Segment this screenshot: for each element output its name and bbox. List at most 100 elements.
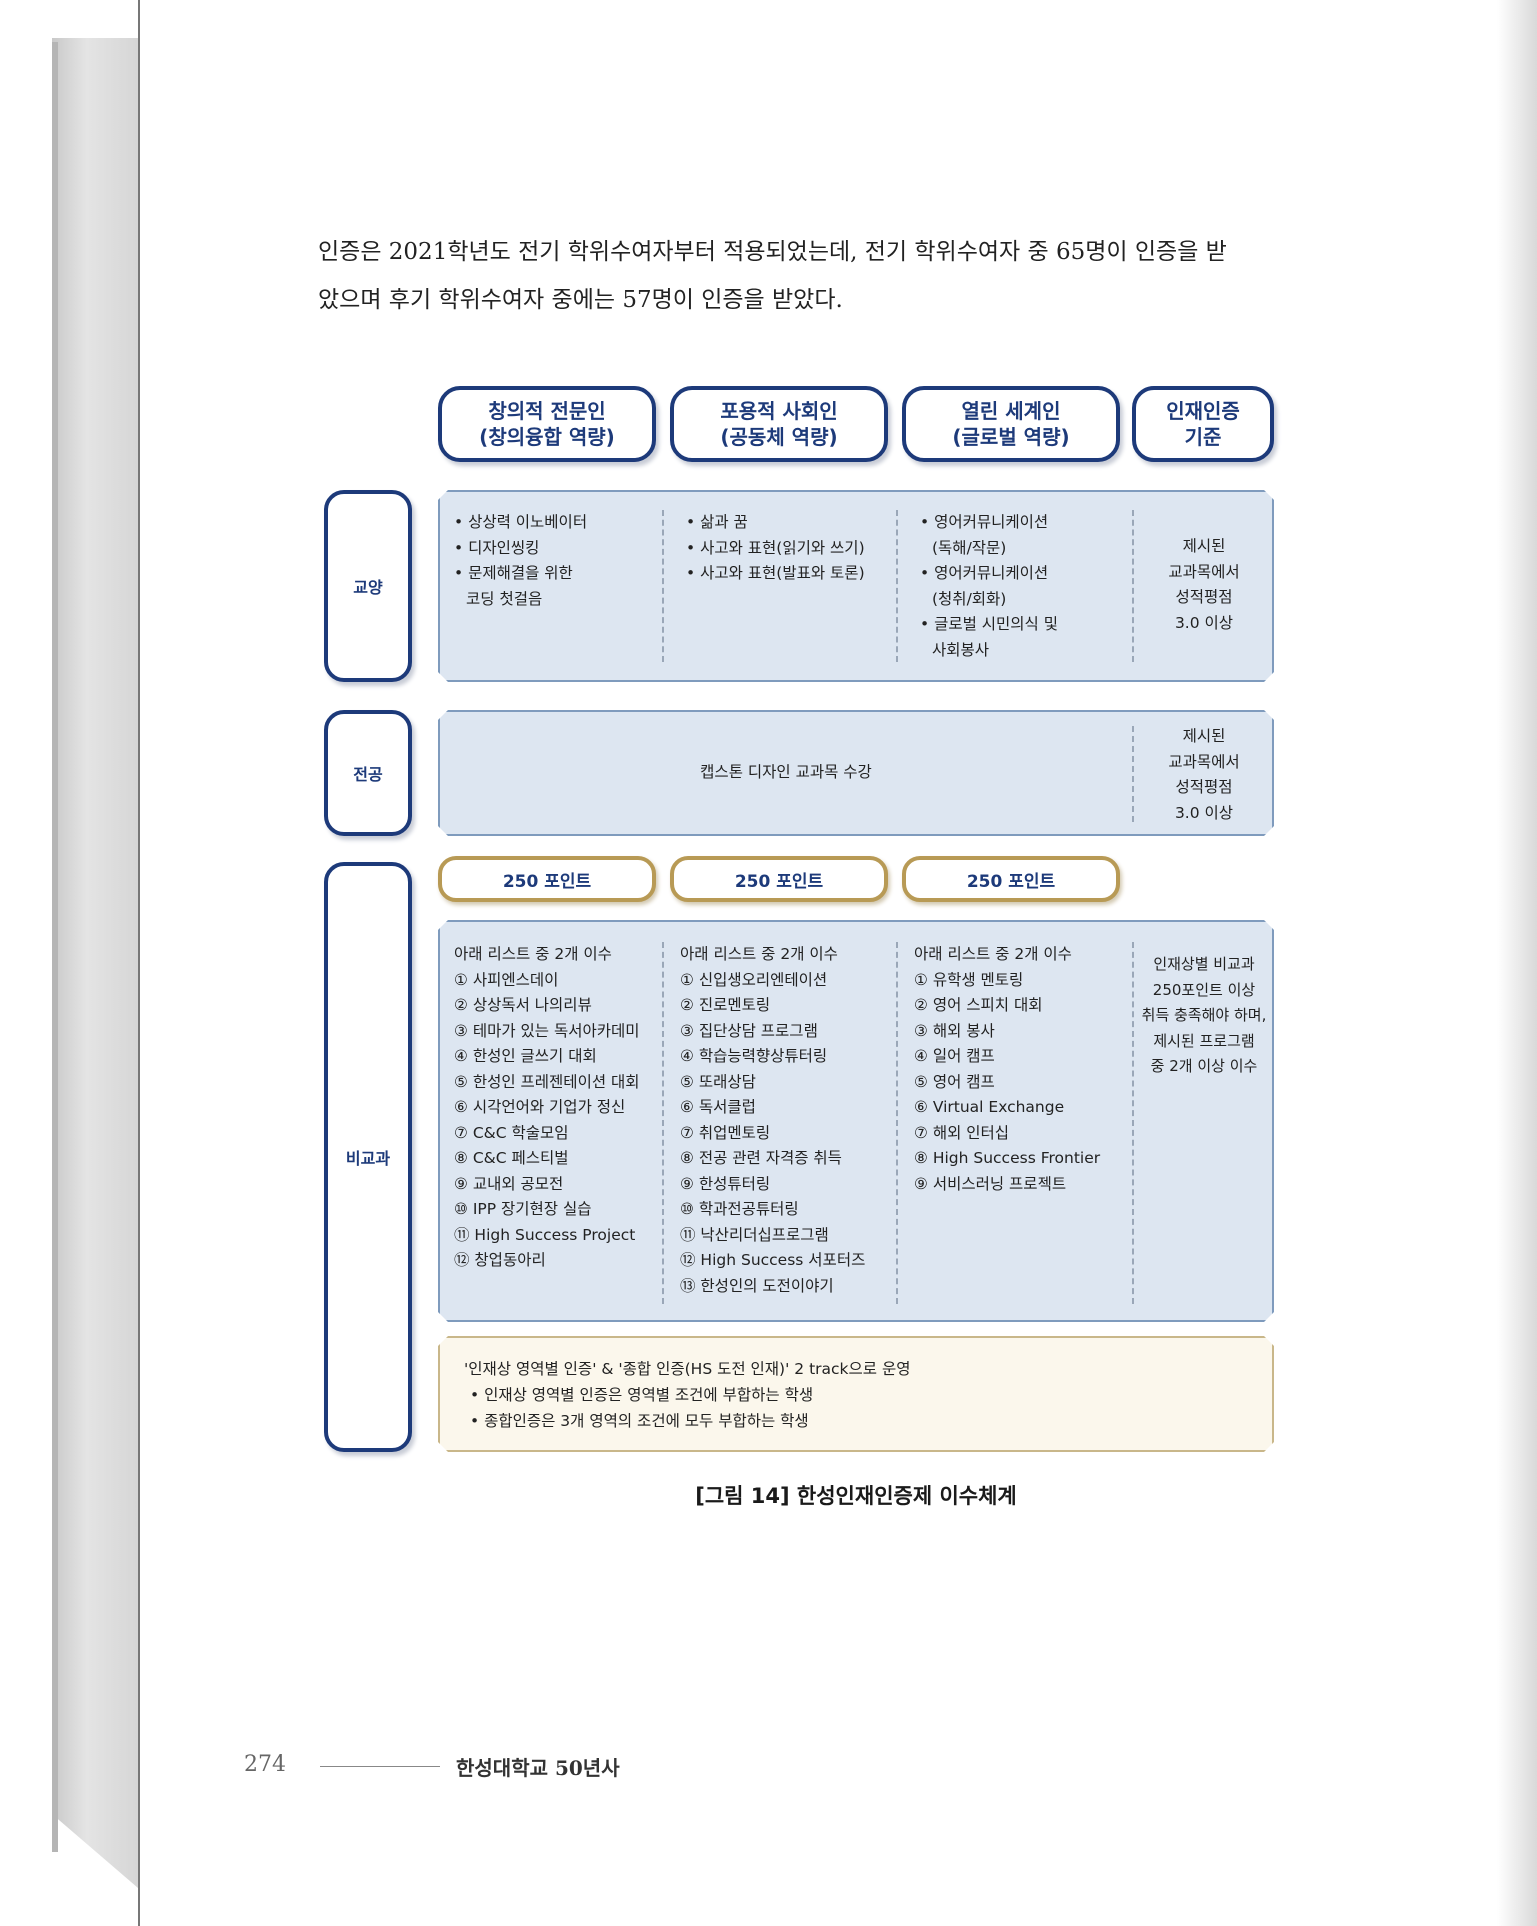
criteria-line: 성적평점 xyxy=(1175,588,1233,606)
header-line-1: 창의적 전문인 xyxy=(488,399,606,423)
list-item: ① 유학생 멘토링 xyxy=(914,970,1024,989)
list-item: ⑩ IPP 장기현장 실습 xyxy=(454,1200,592,1218)
book-title: 한성대학교 50년사 xyxy=(456,1756,620,1780)
list-item: • 영어커뮤니케이션 xyxy=(920,513,1049,531)
points-badge: 250 포인트 xyxy=(438,856,656,902)
column-divider xyxy=(1132,726,1134,822)
list-item: ⑧ C&C 페스티벌 xyxy=(454,1149,569,1167)
page-gutter-shadow xyxy=(1497,0,1537,1926)
bigyogwa-criteria: 인재상별 비교과 250포인트 이상 취득 충족해야 하며, 제시된 프로그램 … xyxy=(1134,952,1274,1080)
list-item: ⑪ High Success Project xyxy=(454,1225,636,1244)
book-spine-shadow xyxy=(52,42,58,1852)
list-item: ⑤ 영어 캠프 xyxy=(914,1072,995,1091)
list-item: ⑨ 한성튜터링 xyxy=(680,1174,771,1193)
column-divider xyxy=(1132,510,1134,662)
jeongong-text: 캡스톤 디자인 교과목 수강 xyxy=(700,763,872,781)
list-item: • 사고와 표현(읽기와 쓰기) xyxy=(686,538,865,557)
criteria-line: 성적평점 xyxy=(1175,778,1233,796)
list-item: ⑥ 독서클럽 xyxy=(680,1098,756,1116)
figure-caption: [그림 14] 한성인재인증제 이수체계 xyxy=(695,1484,1017,1508)
list-item: ⑤ 또래상담 xyxy=(680,1072,756,1091)
list-item: ④ 일어 캠프 xyxy=(914,1047,995,1065)
list-item: ⑤ 한성인 프레젠테이션 대회 xyxy=(454,1072,640,1091)
list-item: ⑥ Virtual Exchange xyxy=(914,1098,1065,1116)
bigyogwa-col-3: 아래 리스트 중 2개 이수 ① 유학생 멘토링 ② 영어 스피치 대회 ③ 해… xyxy=(914,942,1128,1197)
list-item: • 문제해결을 위한 xyxy=(454,564,573,582)
note-line: '인재상 영역별 인증' & '종합 인증(HS 도전 인재)' 2 track… xyxy=(464,1360,911,1378)
list-item: ④ 학습능력향상튜터링 xyxy=(680,1047,828,1065)
panel-bigyogwa: 아래 리스트 중 2개 이수 ① 사피엔스데이 ② 상상독서 나의리뷰 ③ 테마… xyxy=(438,920,1274,1322)
list-item: • 디자인씽킹 xyxy=(454,538,540,557)
header-creative-professional: 창의적 전문인(창의융합 역량) xyxy=(438,386,656,462)
criteria-line: 3.0 이상 xyxy=(1174,613,1234,632)
list-item: ③ 집단상담 프로그램 xyxy=(680,1021,818,1040)
list-item: ③ 해외 봉사 xyxy=(914,1021,995,1040)
gyoyang-col-3: • 영어커뮤니케이션 (독해/작문) • 영어커뮤니케이션 (청취/회화) • … xyxy=(920,510,1120,663)
track-note-box: '인재상 영역별 인증' & '종합 인증(HS 도전 인재)' 2 track… xyxy=(438,1336,1274,1452)
list-item: 아래 리스트 중 2개 이수 xyxy=(454,945,612,963)
list-item: • 삶과 꿈 xyxy=(686,513,748,531)
criteria-line: 제시된 xyxy=(1182,727,1226,745)
list-item: ② 상상독서 나의리뷰 xyxy=(454,996,592,1014)
list-item: • 글로벌 시민의식 및 xyxy=(920,615,1059,633)
note-line: • 종합인증은 3개 영역의 조건에 모두 부합하는 학생 xyxy=(470,1412,809,1430)
intro-line-1: 인증은 2021학년도 전기 학위수여자부터 적용되었는데, 전기 학위수여자 … xyxy=(318,239,1227,265)
column-divider xyxy=(662,942,664,1304)
header-line-2: (글로벌 역량) xyxy=(952,425,1070,449)
criteria-line: 교과목에서 xyxy=(1168,562,1240,581)
row-label-bigyogwa: 비교과 xyxy=(324,862,412,1452)
list-item: ⑦ C&C 학술모임 xyxy=(454,1123,569,1142)
book-spine-edge xyxy=(52,38,138,1888)
list-item: ⑦ 취업멘토링 xyxy=(680,1123,771,1142)
list-item: ③ 테마가 있는 독서아카데미 xyxy=(454,1021,640,1040)
list-item: ⑨ 서비스러닝 프로젝트 xyxy=(914,1174,1067,1193)
intro-line-2: 았으며 후기 학위수여자 중에는 57명이 인증을 받았다. xyxy=(318,287,843,313)
list-item: ② 진로멘토링 xyxy=(680,996,771,1014)
list-item: 아래 리스트 중 2개 이수 xyxy=(680,945,838,963)
column-divider xyxy=(1132,942,1134,1304)
list-item: ⑦ 해외 인터십 xyxy=(914,1123,1010,1142)
list-item: ④ 한성인 글쓰기 대회 xyxy=(454,1047,597,1065)
list-item: ⑩ 학과전공튜터링 xyxy=(680,1200,799,1218)
panel-gyoyang: • 상상력 이노베이터 • 디자인씽킹 • 문제해결을 위한 코딩 첫걸음 • … xyxy=(438,490,1274,682)
list-item: ⑥ 시각언어와 기업가 정신 xyxy=(454,1098,626,1116)
list-item: ⑪ 낙산리더십프로그램 xyxy=(680,1225,829,1244)
header-line-2: (창의융합 역량) xyxy=(479,425,615,449)
points-badge: 250 포인트 xyxy=(902,856,1120,902)
list-item: 아래 리스트 중 2개 이수 xyxy=(914,945,1072,963)
gyoyang-col-2: • 삶과 꿈 • 사고와 표현(읽기와 쓰기) • 사고와 표현(발표와 토론) xyxy=(686,510,896,587)
footer-rule xyxy=(320,1766,440,1767)
list-item: ① 신입생오리엔테이션 xyxy=(680,970,828,989)
list-item: ⑫ High Success 서포터즈 xyxy=(680,1251,866,1269)
header-line-1: 열린 세계인 xyxy=(961,399,1061,423)
gyoyang-criteria: 제시된 교과목에서 성적평점 3.0 이상 xyxy=(1134,534,1274,636)
header-global-citizen: 열린 세계인(글로벌 역량) xyxy=(902,386,1120,462)
panel-jeongong: 캡스톤 디자인 교과목 수강 제시된 교과목에서 성적평점 3.0 이상 xyxy=(438,710,1274,836)
header-line-1: 인재인증 xyxy=(1166,399,1240,423)
list-item: (독해/작문) xyxy=(932,538,1007,557)
criteria-line: 250포인트 이상 xyxy=(1152,980,1256,999)
bigyogwa-col-1: 아래 리스트 중 2개 이수 ① 사피엔스데이 ② 상상독서 나의리뷰 ③ 테마… xyxy=(454,942,668,1274)
list-item: • 사고와 표현(발표와 토론) xyxy=(686,564,865,582)
list-item: ⑧ High Success Frontier xyxy=(914,1149,1101,1167)
column-divider xyxy=(896,510,898,662)
list-item: ⑧ 전공 관련 자격증 취득 xyxy=(680,1149,842,1167)
criteria-line: 제시된 프로그램 xyxy=(1153,1031,1255,1050)
list-item: (청취/회화) xyxy=(932,589,1007,608)
list-item: ⑫ 창업동아리 xyxy=(454,1251,546,1269)
header-line-2: (공동체 역량) xyxy=(720,425,838,449)
header-line-2: 기준 xyxy=(1184,425,1222,449)
header-inclusive-citizen: 포용적 사회인(공동체 역량) xyxy=(670,386,888,462)
list-item: ① 사피엔스데이 xyxy=(454,970,559,989)
list-item: ⑨ 교내외 공모전 xyxy=(454,1174,564,1193)
criteria-line: 제시된 xyxy=(1182,537,1226,555)
points-badge: 250 포인트 xyxy=(670,856,888,902)
criteria-line: 중 2개 이상 이수 xyxy=(1150,1057,1258,1075)
column-divider xyxy=(896,942,898,1304)
jeongong-criteria: 제시된 교과목에서 성적평점 3.0 이상 xyxy=(1134,724,1274,826)
note-line: • 인재상 영역별 인증은 영역별 조건에 부합하는 학생 xyxy=(470,1386,814,1404)
list-item: • 영어커뮤니케이션 xyxy=(920,564,1049,582)
row-label-gyoyang: 교양 xyxy=(324,490,412,682)
header-line-1: 포용적 사회인 xyxy=(720,399,838,423)
